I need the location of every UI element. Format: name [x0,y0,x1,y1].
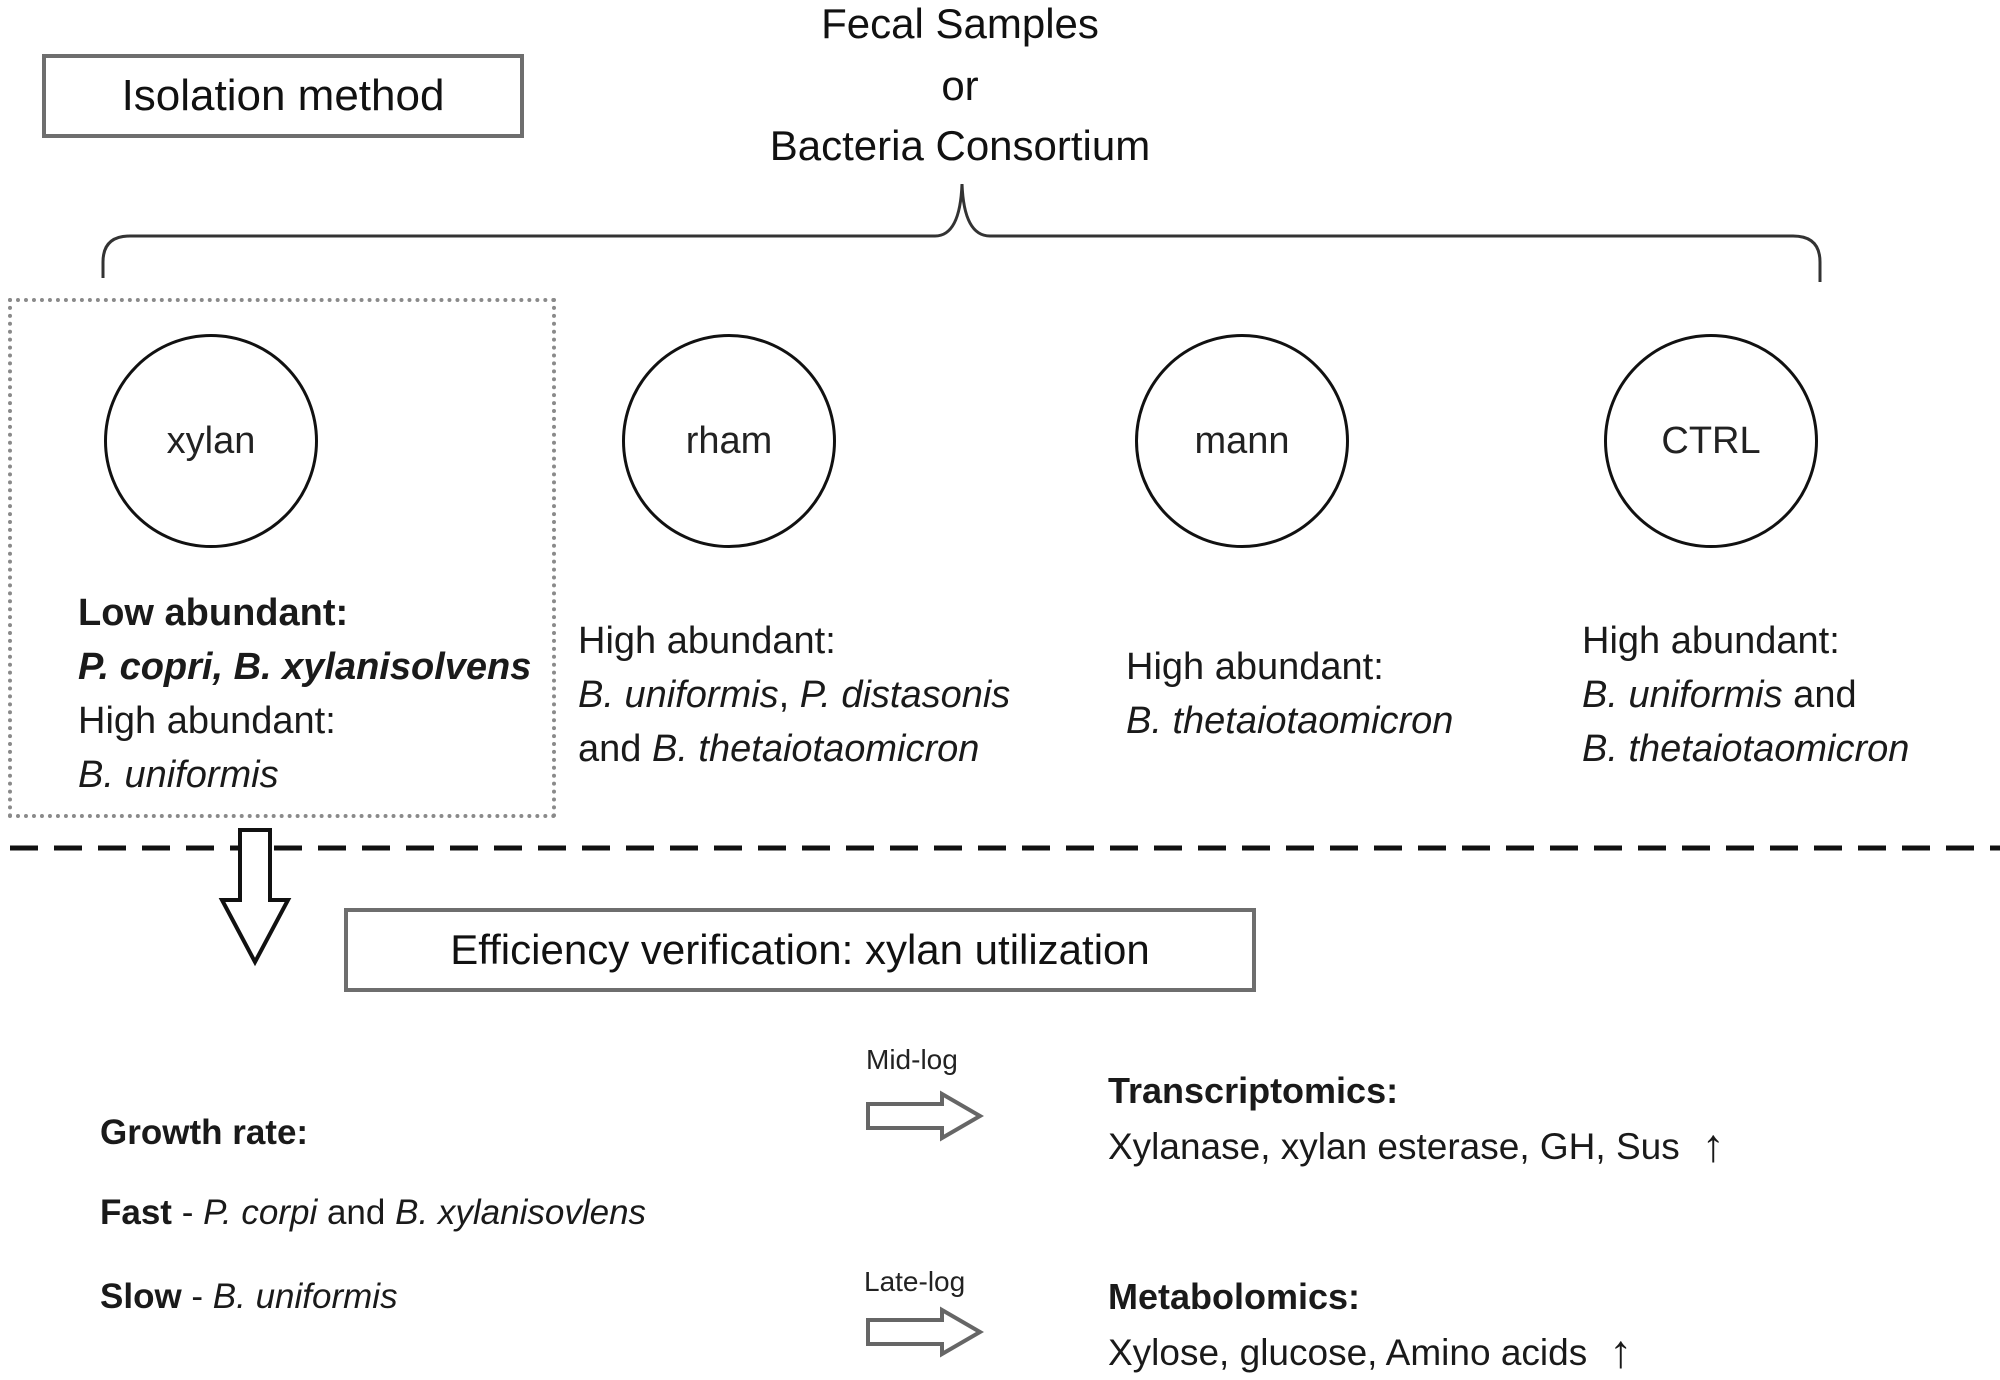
ctrl-species-a: B. uniformis [1582,674,1783,716]
up-arrow-icon: ↑ [1609,1325,1633,1377]
condition-circle-ctrl: CTRL [1604,334,1818,548]
growth-fast-species-b: B. xylanisovlens [395,1193,647,1232]
condition-circle-mann: mann [1135,334,1349,548]
transcriptomics-items-line: Xylanase, xylan esterase, GH, Sus ↑ [1108,1118,1725,1174]
condition-label-rham: rham [685,419,773,462]
rham-species-a: B. uniformis [578,674,779,716]
metabolomics-title: Metabolomics: [1108,1276,1361,1317]
xylan-high-abundant-species: B. uniformis [78,754,279,796]
growth-fast-species-a: P. corpi [203,1193,318,1232]
isolation-method-label: Isolation method [121,71,445,120]
condition-label-mann: mann [1194,419,1290,462]
rham-species-line1: B. uniformis, P. distasonis [578,668,1010,722]
grouping-brace [101,183,1822,282]
growth-fast-line: Fast - P. corpi and B. xylanisovlens [100,1186,646,1240]
xylan-low-abundant-species: P. copri, B. xylanisolvens [78,646,532,688]
isolation-method-box: Isolation method [42,54,524,138]
mid-log-arrow-icon [866,1090,984,1142]
ctrl-conjunction: and [1782,674,1857,716]
rham-species-line2: and B. thetaiotaomicron [578,722,979,776]
transcriptomics-items: Xylanase, xylan esterase, GH, Sus [1108,1126,1680,1167]
growth-slow-line: Slow - B. uniformis [100,1270,398,1324]
metabolomics-items: Xylose, glucose, Amino acids [1108,1332,1588,1373]
late-log-arrow-icon [866,1306,984,1358]
rham-conjunction: and [578,728,652,770]
source-title-line1: Fecal Samples [821,0,1099,47]
rham-species-b: P. distasonis [799,674,1011,716]
ctrl-species-b: B. thetaiotaomicron [1582,728,1910,770]
efficiency-verification-box: Efficiency verification: xylan utilizati… [344,908,1256,992]
ctrl-high-abundant-label: High abundant: [1582,620,1840,662]
growth-slow-label: Slow [100,1277,182,1316]
source-title-line3: Bacteria Consortium [769,122,1151,169]
mann-species: B. thetaiotaomicron [1126,700,1454,742]
growth-fast-label: Fast [100,1193,172,1232]
condition-circle-xylan: xylan [104,334,318,548]
condition-circle-rham: rham [622,334,836,548]
source-title-line2: or [941,62,979,109]
mann-high-abundant-label: High abundant: [1126,646,1384,688]
efficiency-verification-label: Efficiency verification: xylan utilizati… [450,926,1150,973]
rham-high-abundant-label: High abundant: [578,620,836,662]
growth-slow-dash: - [181,1277,213,1316]
growth-fast-dash: - [171,1193,204,1232]
growth-slow-species: B. uniformis [212,1277,398,1316]
metabolomics-items-line: Xylose, glucose, Amino acids ↑ [1108,1324,1632,1380]
ctrl-species-line1: B. uniformis and [1582,668,1857,722]
growth-rate-title: Growth rate: [100,1113,309,1152]
condition-label-xylan: xylan [166,419,256,462]
xylan-high-abundant-label: High abundant: [78,700,336,742]
mid-log-label: Mid-log [866,1044,958,1075]
xylan-low-abundant-label: Low abundant: [78,592,349,634]
transcriptomics-title: Transcriptomics: [1108,1070,1399,1111]
rham-separator: , [778,674,800,716]
late-log-label: Late-log [864,1266,966,1297]
condition-label-ctrl: CTRL [1661,419,1761,462]
xylan-highlight-box [8,298,556,818]
growth-fast-conjunction: and [317,1193,396,1232]
rham-species-c: B. thetaiotaomicron [651,728,980,770]
down-arrow-icon [218,828,292,967]
up-arrow-icon: ↑ [1701,1119,1725,1171]
